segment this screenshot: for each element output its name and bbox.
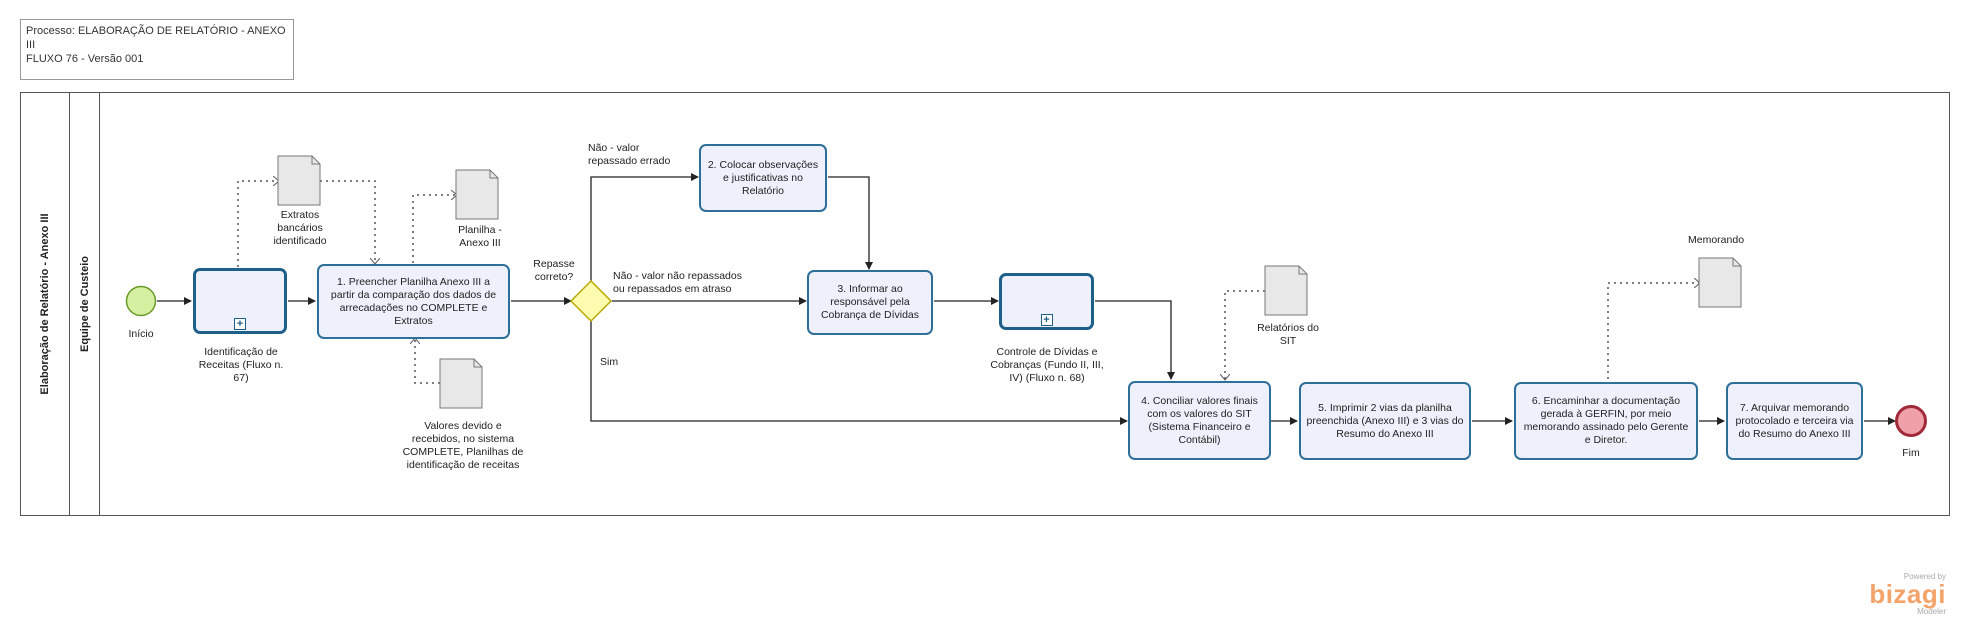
doc-valores-icon <box>439 358 483 409</box>
process-title: Processo: ELABORAÇÃO DE RELATÓRIO - ANEX… <box>26 25 286 51</box>
flow-gateway-t2 <box>590 173 699 281</box>
flow-label-yes: Sim <box>600 356 619 368</box>
process-header: Processo: ELABORAÇÃO DE RELATÓRIO - ANEX… <box>20 19 294 80</box>
expand-plus-icon[interactable]: + <box>1040 314 1053 326</box>
bizagi-watermark: Powered by bizagi Modeler <box>1869 572 1946 616</box>
assoc-t6-memorando <box>1607 283 1699 379</box>
doc-extratos-icon <box>277 155 321 206</box>
task-1[interactable]: 1. Preencher Planilha Anexo III a partir… <box>317 264 510 339</box>
start-event <box>125 285 157 317</box>
doc-planilha-label: Planilha - Anexo III <box>458 224 502 249</box>
doc-relatorios-label: Relatórios do SIT <box>1257 322 1319 347</box>
start-label: Início <box>128 328 154 340</box>
subprocess-dividas[interactable]: + <box>999 273 1094 330</box>
assoc-receitas-extratos <box>237 181 278 267</box>
flow-label-late: Não - valor não repassados ou repassados… <box>613 270 742 295</box>
task-4[interactable]: 4. Conciliar valores finais com os valor… <box>1128 381 1271 460</box>
task-2[interactable]: 2. Colocar observações e justificativas … <box>699 144 827 212</box>
subprocess-receitas-label: Identificação de Receitas (Fluxo n. 67) <box>198 346 284 384</box>
doc-extratos-label: Extratos bancários identificado <box>273 209 327 247</box>
task-6[interactable]: 6. Encaminhar a documentação gerada à GE… <box>1514 382 1698 460</box>
assoc-extratos-t1 <box>320 180 375 263</box>
doc-planilha-icon <box>455 169 499 220</box>
assoc-valores-t1 <box>415 339 440 384</box>
watermark-modeler: Modeler <box>1917 607 1946 616</box>
end-label: Fim <box>1902 447 1920 459</box>
pool-label-area: Elaboração de Relatório - Anexo III <box>20 92 70 516</box>
watermark-powered-by: Powered by <box>1903 572 1946 581</box>
assoc-t1-planilha <box>412 195 456 263</box>
gateway-diamond <box>569 279 613 323</box>
flow-version: FLUXO 76 - Versão 001 <box>26 53 144 65</box>
assoc-relatorios-t4 <box>1225 290 1265 379</box>
lane-label-area: Equipe de Custeio <box>70 92 100 516</box>
doc-valores-label: Valores devido e recebidos, no sistema C… <box>402 420 524 471</box>
subprocess-receitas[interactable]: + <box>193 268 287 334</box>
flow-dividas-t4 <box>1095 300 1175 380</box>
doc-memorando-label: Memorando <box>1688 234 1745 246</box>
task-5[interactable]: 5. Imprimir 2 vias da planilha preenchid… <box>1299 382 1471 460</box>
subprocess-dividas-label: Controle de Dívidas e Cobranças (Fundo I… <box>990 346 1104 384</box>
end-event <box>1895 405 1927 437</box>
doc-relatorios-icon <box>1264 265 1308 316</box>
flow-gateway-t4 <box>590 321 1128 425</box>
flow-label-wrong: Não - valor repassado errado <box>588 142 671 167</box>
pool <box>20 92 1950 516</box>
flow-t2-t3 <box>828 176 873 270</box>
task-7[interactable]: 7. Arquivar memorando protocolado e terc… <box>1726 382 1863 460</box>
doc-memorando-icon <box>1698 257 1742 308</box>
gateway-label: Repasse correto? <box>533 258 575 283</box>
bizagi-logo: bizagi <box>1869 579 1946 609</box>
task-3[interactable]: 3. Informar ao responsável pela Cobrança… <box>807 270 933 335</box>
expand-plus-icon[interactable]: + <box>234 318 246 330</box>
